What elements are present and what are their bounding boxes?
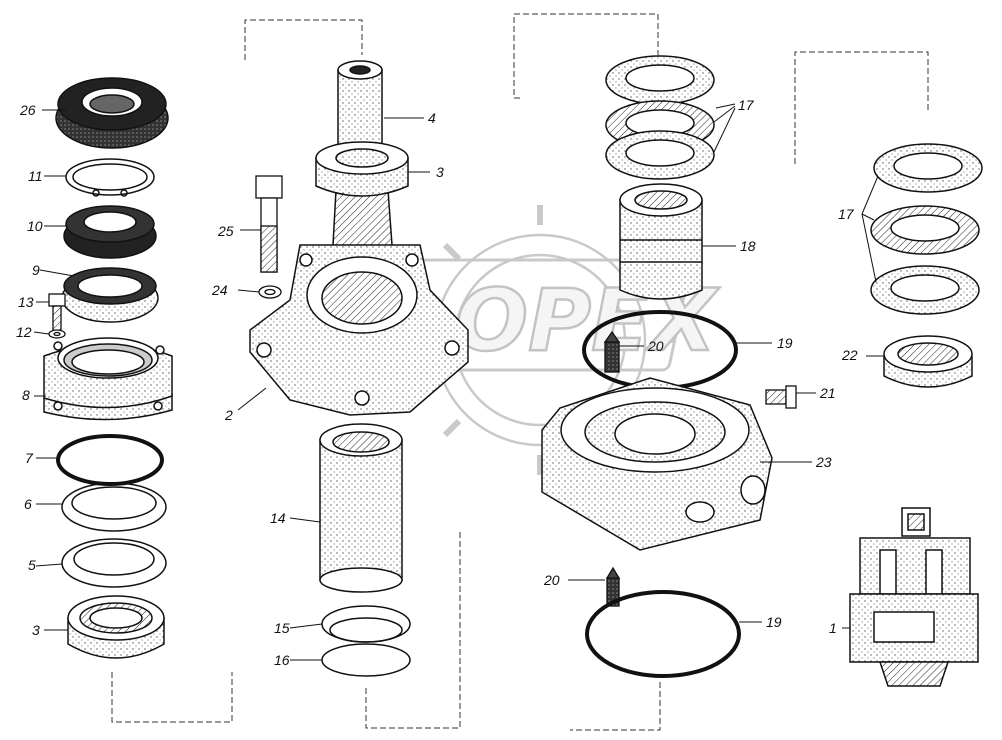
callout-14: 14: [270, 510, 286, 526]
callout-7: 7: [25, 450, 34, 466]
callout-20-upper: 20: [647, 338, 664, 354]
callout-8: 8: [22, 387, 30, 403]
callout-11: 11: [28, 168, 43, 184]
part-20-pin-upper: [603, 330, 621, 373]
callout-24: 24: [211, 282, 228, 298]
callout-labels: 26 11 10 9 13 12 8 7 6 5 3 4 3 25 24 2 1…: [16, 97, 858, 668]
callout-21: 21: [819, 385, 836, 401]
part-19-o-ring-lower: [585, 590, 741, 678]
callout-3-left: 3: [32, 622, 40, 638]
group-brackets: [111, 13, 929, 731]
part-8-flange-housing: [43, 337, 173, 421]
callout-22: 22: [841, 347, 858, 363]
part-24-washer: [258, 285, 282, 299]
part-12-washer: [48, 329, 66, 339]
part-26-seal: [55, 77, 169, 149]
callout-25: 25: [217, 223, 234, 239]
callout-2: 2: [224, 407, 233, 423]
callout-17-stack: 17: [738, 97, 755, 113]
part-1-valve-assembly: [849, 507, 979, 687]
leader-lines: [33, 103, 884, 661]
callout-5: 5: [28, 557, 36, 573]
callout-16: 16: [274, 652, 290, 668]
callout-18: 18: [740, 238, 756, 254]
callout-1: 1: [829, 620, 837, 636]
callout-19-lower: 19: [766, 614, 782, 630]
callout-19-upper: 19: [777, 335, 793, 351]
part-3-bearing-shaft: [315, 141, 409, 197]
part-3-bearing-left: [67, 595, 165, 659]
callout-15: 15: [274, 620, 290, 636]
part-22-nut: [883, 335, 973, 388]
callout-10: 10: [27, 218, 43, 234]
part-2-housing: [249, 244, 469, 416]
part-10-seal: [63, 205, 157, 259]
part-21-plug: [765, 385, 797, 409]
part-9-seal: [61, 267, 159, 323]
callout-12: 12: [16, 324, 32, 340]
callout-3-shaft: 3: [436, 164, 444, 180]
part-23-valve-body: [541, 377, 773, 551]
part-25-bolt: [255, 175, 283, 273]
part-13-bolt: [48, 293, 66, 333]
part-17-thrust-bearing-stack: [605, 55, 715, 180]
callout-4: 4: [428, 110, 436, 126]
callout-17-right: 17: [838, 206, 855, 222]
part-17-thrust-bearing-right: [870, 143, 983, 315]
part-6-washer: [61, 482, 167, 532]
part-5-washer: [61, 538, 167, 588]
callout-23: 23: [815, 454, 832, 470]
callout-6: 6: [24, 496, 32, 512]
callout-13: 13: [18, 294, 34, 310]
watermark-text: OPEX: [455, 271, 720, 371]
part-14-sleeve: [319, 423, 403, 593]
part-16-ring: [321, 643, 411, 677]
callout-26: 26: [19, 102, 36, 118]
callout-20-lower: 20: [543, 572, 560, 588]
part-18-bearing-cups: [619, 183, 703, 300]
part-7-o-ring: [56, 434, 164, 486]
part-11-snap-ring: [65, 158, 155, 197]
part-15-ring: [321, 605, 411, 643]
callout-9: 9: [32, 262, 40, 278]
